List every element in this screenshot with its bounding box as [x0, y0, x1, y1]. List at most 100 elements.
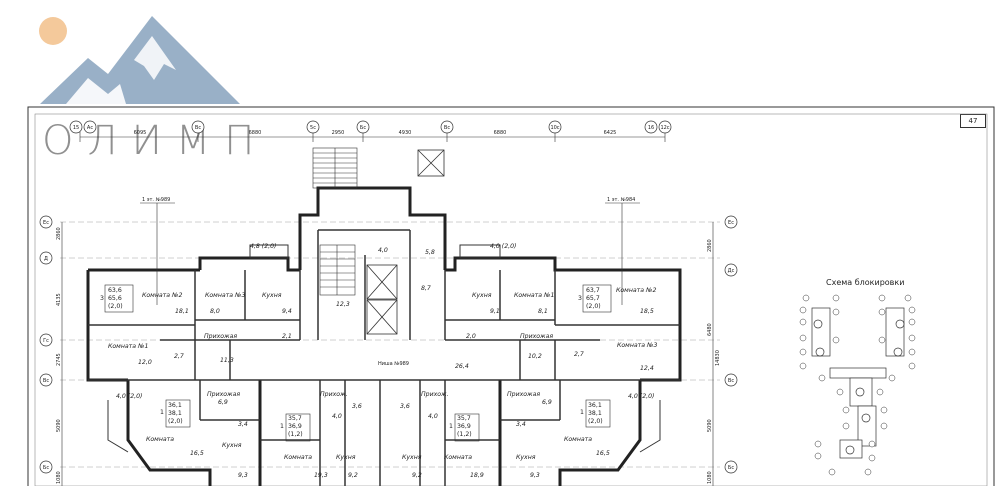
dim-top-6: 6425: [604, 130, 617, 136]
room-area: 10,2: [528, 353, 542, 360]
room-area: 12,3: [336, 301, 350, 308]
plan-label: (2,0): [168, 418, 183, 425]
room-area: 16,5: [596, 450, 610, 457]
room-label: Прихожая: [204, 333, 237, 340]
room-area: 3,4: [516, 421, 526, 428]
interior-walls: [88, 229, 680, 486]
dim-left-1: 2860: [56, 227, 62, 240]
dim-top-4: 4930: [399, 130, 412, 136]
dim-top-5: 6880: [494, 130, 507, 136]
axis-top-12c: 12с: [660, 125, 669, 131]
room-label: Кухня: [222, 442, 242, 449]
apartment-tag-mid-bottom: 1 35,7 36,9 (1,2): [280, 413, 311, 442]
room-area: 26,4: [455, 363, 469, 370]
room-area: 4,0 (2,0): [628, 393, 654, 400]
note-label: Ниша №989: [378, 361, 409, 367]
room-area: 2,1: [282, 333, 292, 340]
room-label: Кухня: [336, 454, 356, 461]
dim-right-4: 5090: [707, 419, 713, 432]
mountain-logo-icon: [39, 16, 240, 104]
room-label: Кухня: [262, 292, 282, 299]
room-label: Комната №2: [142, 292, 182, 299]
room-area: 9,2: [412, 472, 422, 479]
axis-right-dc: Дс: [728, 268, 735, 274]
dim-left-5: 1080: [56, 471, 62, 484]
blocking-scheme-diagram: [811, 307, 905, 459]
room-area: 3,4: [238, 421, 248, 428]
plan-label: (2,0): [586, 303, 601, 310]
room-area: 4,0 (2,0): [116, 393, 142, 400]
plan-label: 38,1: [588, 410, 602, 417]
elevator-shaft-icon: [366, 149, 445, 335]
staircase-icon: [312, 147, 358, 296]
axis-top-bc: Бс: [360, 125, 366, 131]
plan-label: 36,9: [457, 423, 471, 430]
plan-label: 1: [160, 409, 164, 416]
room-area: 4,0: [428, 413, 438, 420]
sheet-frame: [27, 106, 995, 486]
room-area: 4,0 (2,0): [490, 243, 516, 250]
room-label: Прихож.: [320, 391, 348, 398]
axis-top-5c: 5с: [310, 125, 316, 131]
room-area: 16,5: [190, 450, 204, 457]
room-label: Прихожая: [207, 391, 240, 398]
room-label: Прихожая: [520, 333, 553, 340]
plan-label: 1 эт. №989: [142, 197, 170, 203]
room-area: 18,1: [175, 308, 189, 315]
axis-top-vc2: Вс: [444, 125, 450, 131]
room-area: 9,4: [282, 308, 292, 315]
room-label: Кухня: [402, 454, 422, 461]
room-area: 9,1: [490, 308, 500, 315]
axis-top-15: 15: [73, 125, 79, 131]
room-label: Комната: [564, 436, 592, 443]
room-area: 18,9: [470, 472, 484, 479]
room-area: 3,6: [400, 403, 410, 410]
axis-top-vc: Вс: [195, 125, 201, 131]
room-area: 6,9: [218, 399, 228, 406]
axis-top-10c: 10с: [550, 125, 559, 131]
room-area: 5,8: [425, 249, 435, 256]
plan-label: (1,2): [457, 431, 472, 438]
plan-label: (2,0): [108, 303, 123, 310]
plan-label: 36,1: [168, 402, 182, 409]
room-area: 11,3: [220, 357, 234, 364]
axis-left-vc: Вс: [43, 378, 49, 384]
axis-right-bc: Бс: [728, 465, 734, 471]
room-area: 12,4: [640, 365, 654, 372]
axis-left-ec: Ес: [43, 220, 49, 226]
plan-label: 1 эт. №984: [607, 197, 635, 203]
dim-left-4: 5090: [56, 419, 62, 432]
axis-left-d: Д: [44, 256, 48, 262]
room-area: 4,0: [332, 413, 342, 420]
room-label: Кухня: [472, 292, 492, 299]
apartment-tag-left-top: 3 63,6 65,6 (2,0): [100, 284, 134, 313]
room-label: Комната №2: [616, 287, 656, 294]
room-area: 2,7: [174, 353, 184, 360]
axis-top-ac: Ас: [87, 125, 93, 131]
plan-label: (1,2): [288, 431, 303, 438]
stamp-left: 1 эт. №989: [140, 197, 175, 305]
room-label: Комната: [284, 454, 312, 461]
dim-right-3: 14830: [715, 350, 721, 366]
plan-label: 1: [449, 423, 453, 430]
plan-label: 3: [578, 295, 582, 302]
dim-left-2: 4135: [56, 293, 62, 306]
plan-label: 63,6: [108, 287, 122, 294]
axis-right-ec: Ес: [728, 220, 734, 226]
room-area: 8,7: [421, 285, 431, 292]
room-area: 6,9: [542, 399, 552, 406]
stamp-right: 1 эт. №984: [605, 197, 640, 305]
dim-top-1: 6095: [134, 130, 147, 136]
plan-label: 1: [280, 423, 284, 430]
room-area: 9,3: [530, 472, 540, 479]
plan-label: 65,6: [108, 295, 122, 302]
room-area: 2,0: [466, 333, 476, 340]
room-label: Комната: [146, 436, 174, 443]
plan-label: 1: [580, 409, 584, 416]
apartment-tag-left-bottom: 1 36,1 38,1 (2,0): [160, 399, 191, 428]
room-label: Прихож.: [421, 391, 449, 398]
plan-label: 63,7: [586, 287, 600, 294]
room-label: Прихожая: [507, 391, 540, 398]
balconies: [107, 244, 661, 453]
room-area: 18,5: [640, 308, 654, 315]
